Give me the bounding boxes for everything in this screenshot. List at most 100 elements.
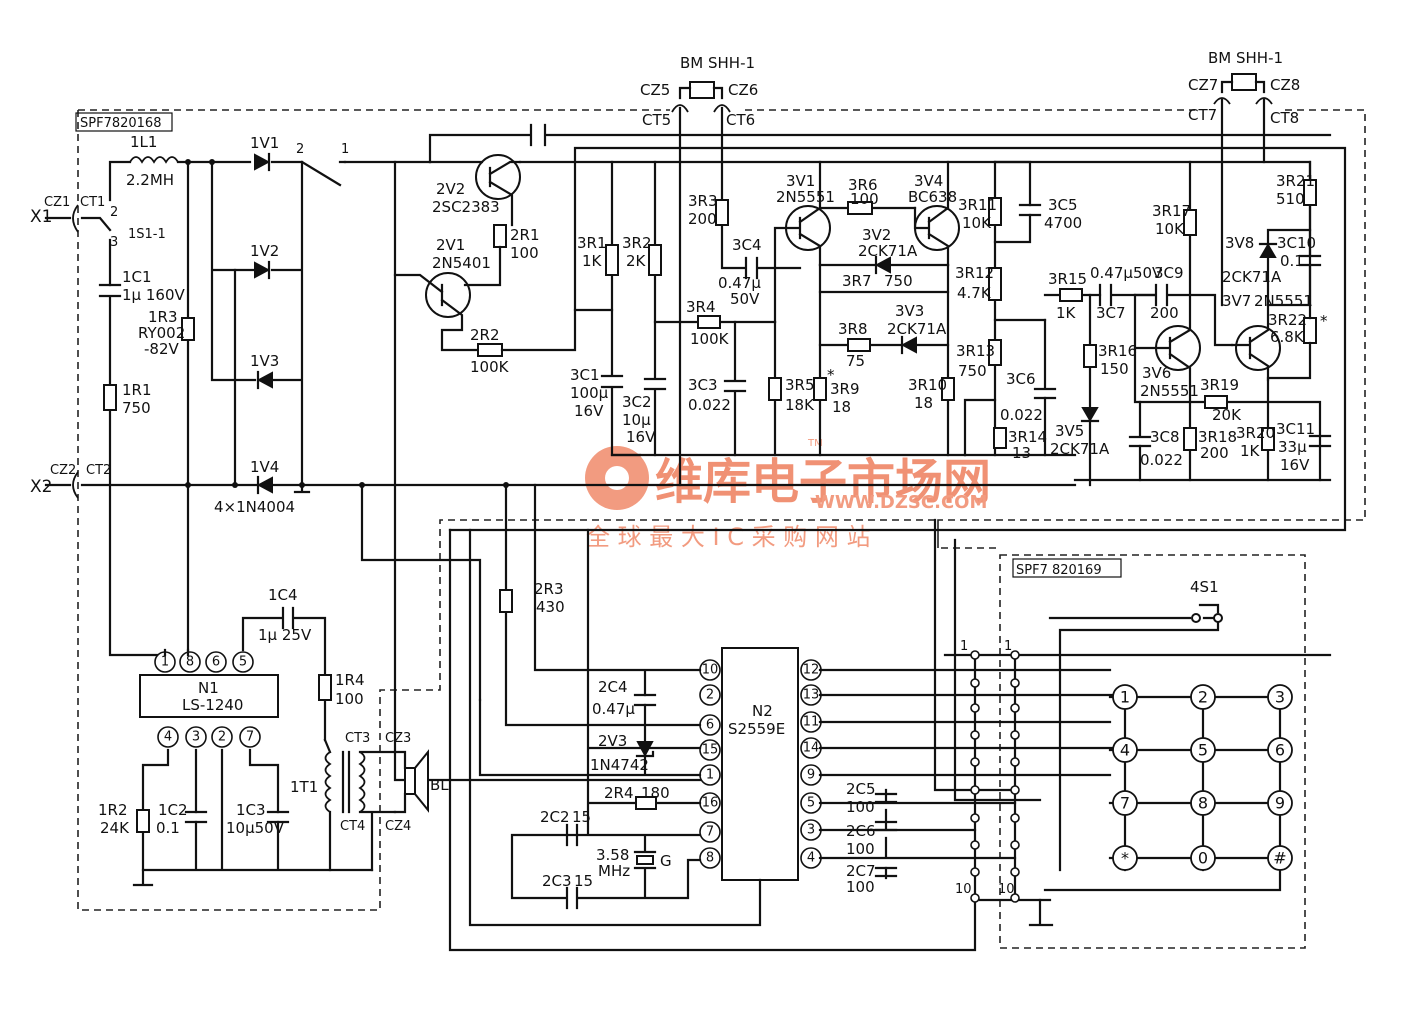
c3c6-plates bbox=[1033, 387, 1057, 400]
c3c11-name: 3C11 bbox=[1276, 420, 1315, 438]
r3r11-name: 3R11 bbox=[958, 196, 997, 214]
r3r3-wire bbox=[720, 160, 802, 270]
c2c6-name: 2C6 bbox=[846, 822, 876, 840]
conn-a-bot: 10 bbox=[955, 882, 972, 897]
n1-pin-1-label: 1 bbox=[161, 655, 169, 670]
key-4 bbox=[1112, 737, 1138, 763]
d3v2-value: 2CK71A bbox=[858, 242, 918, 260]
r3r22-name: 3R22 bbox=[1268, 311, 1307, 329]
q3v7-leads bbox=[1230, 303, 1270, 382]
c3c10-name: 3C10 bbox=[1277, 234, 1316, 252]
c2c7-plates bbox=[874, 866, 898, 878]
r3r18-resistor bbox=[1183, 427, 1197, 451]
c1c2-plates bbox=[184, 810, 208, 824]
n2-pin-3-label: 3 bbox=[807, 823, 815, 838]
d3v5-name: 3V5 bbox=[1055, 422, 1084, 440]
r3-varistor bbox=[181, 317, 195, 341]
r3r14-name: 3R14 bbox=[1008, 428, 1047, 446]
q2v2-value: 2SC2383 bbox=[432, 198, 500, 216]
r2r3-value: 430 bbox=[536, 598, 565, 616]
c3c5-plates bbox=[1018, 203, 1042, 217]
z2v3-zener bbox=[635, 741, 655, 758]
n2-chip bbox=[721, 647, 799, 881]
keypad-col-wires bbox=[1043, 695, 1282, 892]
c2c3-name: 2C3 bbox=[542, 872, 572, 890]
connector-pin bbox=[1010, 813, 1020, 823]
conn-b-top: 1 bbox=[1004, 639, 1012, 654]
s1-wire bbox=[80, 216, 112, 232]
r1-resistor bbox=[103, 384, 117, 411]
r3r13-side bbox=[963, 398, 997, 457]
connector-pin bbox=[970, 703, 980, 713]
d3v5-value: 2CK71A bbox=[1050, 440, 1110, 458]
conn-a-top: 1 bbox=[960, 639, 968, 654]
conn-b-bot: 10 bbox=[998, 882, 1015, 897]
c1c2-name: 1C2 bbox=[158, 801, 188, 819]
r3r15-resistor bbox=[1059, 288, 1083, 302]
bl-name: BL bbox=[430, 776, 449, 794]
c3c4-value2: 50V bbox=[730, 290, 760, 308]
connector-pin bbox=[970, 867, 980, 877]
cz1-label: CZ1 bbox=[44, 195, 70, 210]
q3v1-value: 2N5551 bbox=[776, 188, 835, 206]
r3r8-resistor bbox=[847, 338, 871, 352]
c1-value: 1μ 160V bbox=[122, 286, 185, 304]
r3r5-resistor bbox=[768, 377, 782, 401]
q2v1-transistor bbox=[425, 272, 471, 318]
c3c4-plates bbox=[744, 256, 759, 280]
c3c8-plates bbox=[1128, 435, 1152, 448]
c1-name: 1C1 bbox=[122, 268, 152, 286]
cz4-label: CZ4 bbox=[385, 819, 411, 834]
c3c11-value2: 16V bbox=[1280, 456, 1310, 474]
key-star-label: * bbox=[1121, 849, 1129, 868]
q3v6-value: 2N5551 bbox=[1140, 382, 1199, 400]
r3r9-name: 3R9 bbox=[830, 380, 860, 398]
watermark-slogan: 全 球 最 大 I C 采 购 网 站 bbox=[586, 523, 871, 551]
ground-n1 bbox=[132, 868, 154, 887]
r3r3-resistor bbox=[715, 199, 729, 226]
crystal bbox=[633, 850, 657, 870]
r3r22-wire bbox=[1266, 303, 1312, 380]
r3r6-value: 100 bbox=[850, 190, 879, 208]
cz8-label: CZ8 bbox=[1270, 76, 1300, 94]
q3v4-value: BC638 bbox=[908, 188, 957, 206]
c3c11-plates bbox=[1308, 434, 1332, 448]
c1c4-plates bbox=[281, 606, 295, 630]
connector-pins bbox=[970, 650, 1020, 903]
r3r6-name: 3R6 bbox=[848, 176, 878, 194]
l1-inductor bbox=[129, 156, 179, 164]
n2-pin-7 bbox=[699, 821, 721, 843]
r1r4-name: 1R4 bbox=[335, 671, 365, 689]
cz2-label: CZ2 bbox=[50, 463, 76, 478]
d3v3-diode bbox=[900, 335, 917, 355]
c2c2-name: 2C2 bbox=[540, 808, 570, 826]
c3c6-name: 3C6 bbox=[1006, 370, 1036, 388]
c3c5-value: 4700 bbox=[1044, 214, 1082, 232]
r3r2-resistor bbox=[648, 244, 662, 276]
n1-chip bbox=[139, 674, 279, 718]
v4-name: 1V4 bbox=[250, 458, 279, 476]
r1r4-value: 100 bbox=[335, 690, 364, 708]
r3r1-resistor bbox=[605, 244, 619, 276]
c3c5-wire bbox=[993, 160, 1032, 244]
ct2-label: CT2 bbox=[86, 463, 111, 478]
rail-3r19 bbox=[1133, 346, 1322, 482]
c3c8-value: 0.022 bbox=[1140, 451, 1183, 469]
r3r17-resistor bbox=[1183, 209, 1197, 236]
xtal-name: G bbox=[660, 852, 672, 870]
r3r15-value: 1K bbox=[1056, 304, 1077, 322]
key-1-label: 1 bbox=[1120, 688, 1130, 707]
r1r4-resistor bbox=[318, 674, 332, 701]
q3v7-value: 2N5551 bbox=[1254, 292, 1313, 310]
n2-pin-6-label: 6 bbox=[706, 718, 714, 733]
n2-pin-8 bbox=[699, 847, 721, 869]
r2r3-resistor bbox=[499, 589, 513, 613]
q2v1-name: 2V1 bbox=[436, 236, 465, 254]
ct7-label: CT7 bbox=[1188, 106, 1217, 124]
connector-pin bbox=[1010, 703, 1020, 713]
c3c3-name: 3C3 bbox=[688, 376, 718, 394]
c3c4-value: 0.47μ bbox=[718, 274, 761, 292]
n2-pin-7-label: 7 bbox=[706, 825, 714, 840]
n1-pin-7-label: 7 bbox=[246, 730, 254, 745]
